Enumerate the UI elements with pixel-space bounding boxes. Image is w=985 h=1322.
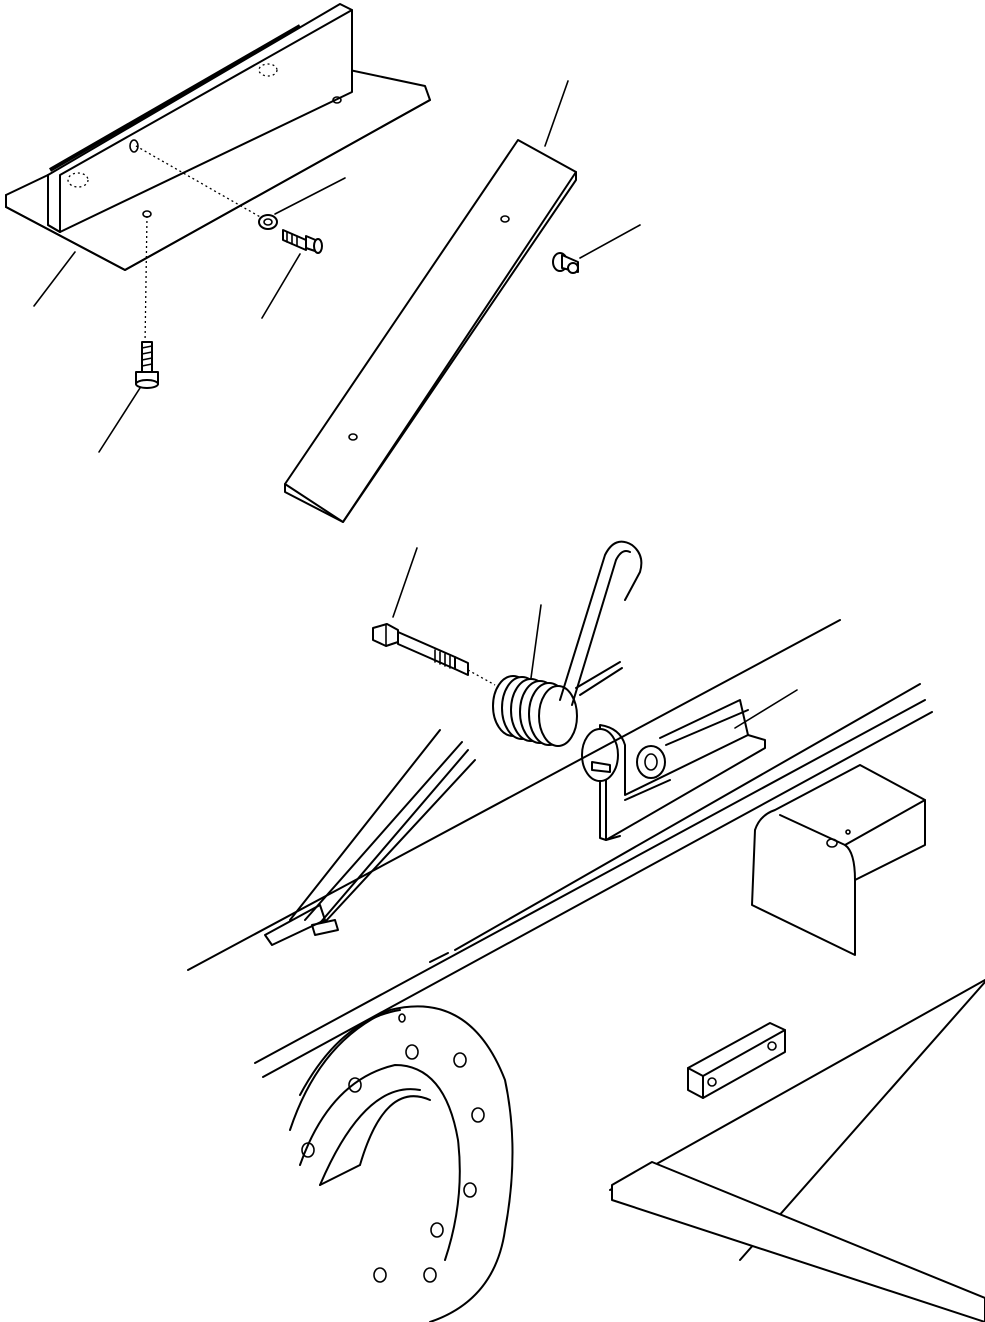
swing-circle xyxy=(289,1005,514,1322)
cover-plate xyxy=(284,139,577,523)
leader-hex-bolt-short xyxy=(261,253,301,319)
spring-bracket xyxy=(581,699,766,841)
leader-long-bolt xyxy=(392,547,418,618)
torsion-spring xyxy=(492,540,643,747)
leader-cover-plate xyxy=(544,80,569,147)
leader-washer xyxy=(274,177,346,215)
angle-bracket xyxy=(5,3,431,271)
assembly-axis-line xyxy=(144,215,148,346)
diagonal-strut xyxy=(264,729,476,946)
leader-small-screw xyxy=(579,224,641,259)
small-block xyxy=(687,1022,786,1099)
leader-lines xyxy=(33,80,798,729)
assembly-axis-line xyxy=(135,145,263,219)
small-screw xyxy=(552,252,579,274)
leader-hex-bolt-vertical xyxy=(98,387,141,453)
lower-step xyxy=(611,1161,985,1322)
long-bolt xyxy=(372,623,469,676)
washer xyxy=(258,214,278,230)
side-cover-box xyxy=(751,764,926,956)
hex-bolt-short xyxy=(282,229,323,254)
assembly-axis-line xyxy=(467,669,496,686)
hex-bolt-vertical xyxy=(135,341,159,389)
leader-spring-bracket xyxy=(734,689,798,729)
machine-frame xyxy=(187,619,985,1261)
leader-torsion-spring xyxy=(530,604,542,679)
leader-angle-bracket xyxy=(33,251,76,307)
